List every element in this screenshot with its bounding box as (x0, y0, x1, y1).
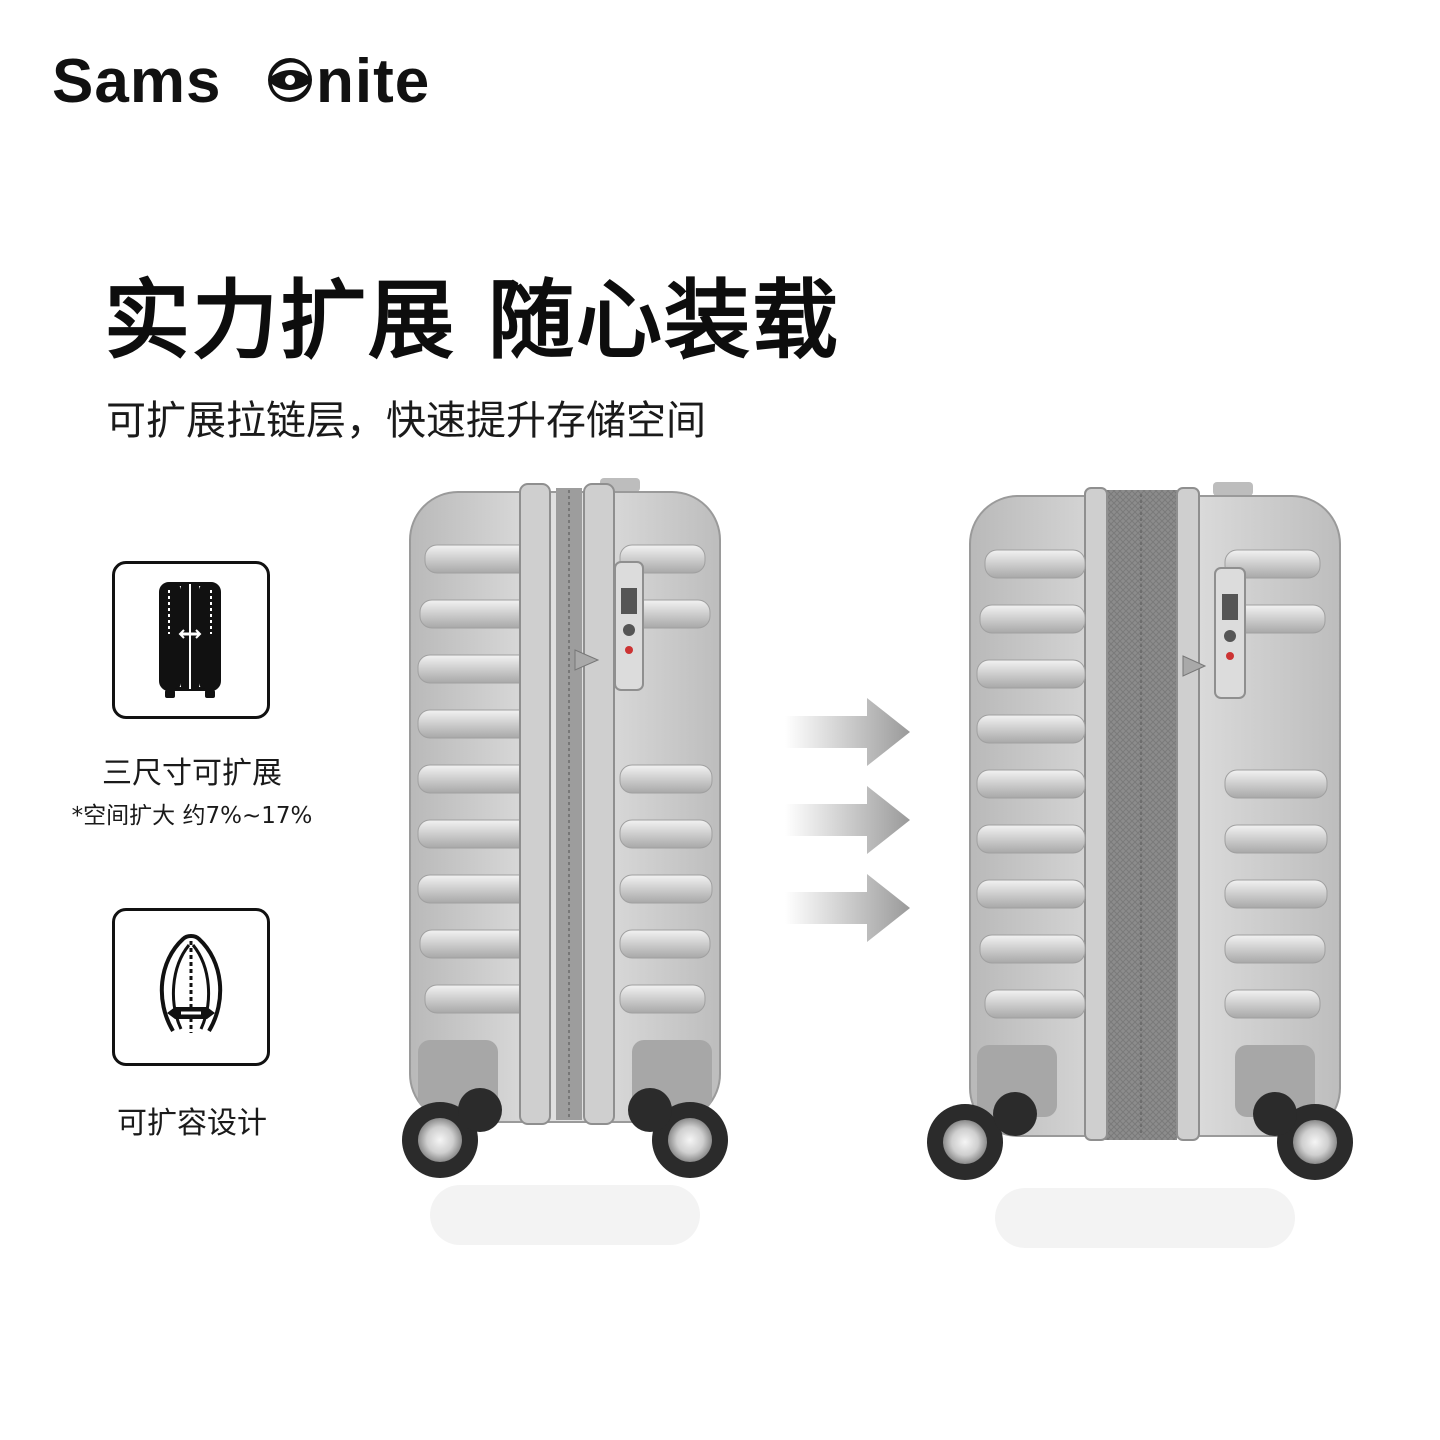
feature-expansion-box (112, 908, 270, 1066)
suitcase-expanded-illustration (927, 482, 1353, 1248)
feature-expandable-label: 三尺寸可扩展 (102, 756, 282, 791)
wheel-icon (402, 1088, 728, 1178)
feature-expansion-label: 可扩容设计 (117, 1106, 267, 1141)
suitcase-closed-illustration (402, 478, 728, 1245)
svg-text:nite: nite (316, 48, 430, 112)
headline: 实力扩展 随心装载 (104, 271, 840, 371)
feature-expandable-box (112, 561, 270, 719)
samsonite-swirl-mark (268, 58, 312, 102)
feature-expandable-note: *空间扩大 约7%~17% (71, 803, 313, 829)
wheel-icon (927, 1092, 1353, 1180)
expand-arrows (785, 698, 910, 942)
samsonite-logo: Sams nite (52, 48, 430, 112)
expansion-zipper-icon (159, 934, 223, 1033)
expandable-suitcase-icon (159, 582, 221, 698)
subheadline: 可扩展拉链层，快速提升存储空间 (106, 398, 706, 444)
svg-text:Sams: Sams (52, 48, 221, 112)
